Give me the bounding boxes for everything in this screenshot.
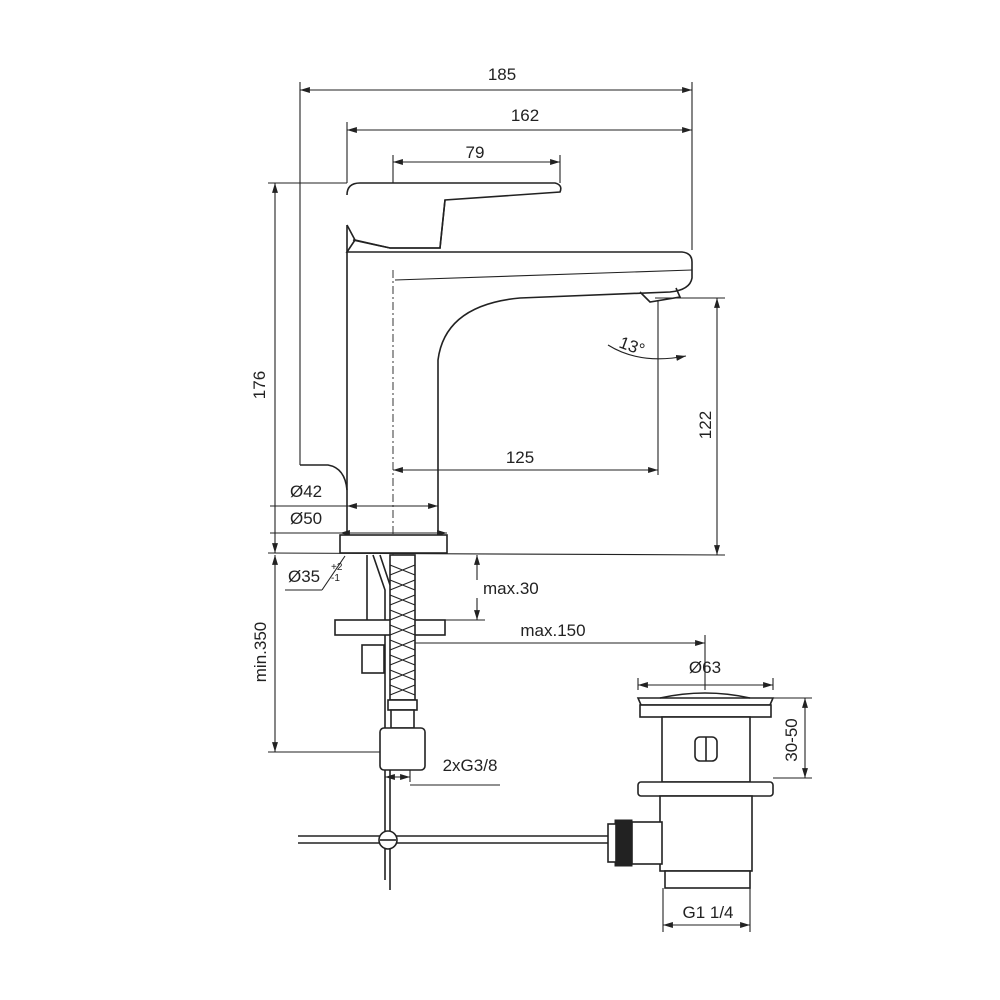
base-plate: [339, 534, 448, 554]
braided-hose: [389, 554, 416, 701]
dim-max150: max.150: [520, 621, 585, 640]
dim-125: 125: [506, 448, 534, 467]
tol-plus: +2: [331, 562, 343, 573]
dim-d35: Ø35: [288, 567, 320, 586]
dim-d42: Ø42: [290, 482, 322, 501]
dim-79: 79: [466, 143, 485, 162]
faucet-body: [300, 182, 693, 554]
dim-162: 162: [511, 106, 539, 125]
dim-d63: Ø63: [689, 658, 721, 677]
dim-176: 176: [250, 371, 269, 399]
dim-g114: G1 1/4: [682, 903, 733, 922]
nut: [379, 727, 426, 771]
dim-max30: max.30: [483, 579, 539, 598]
dim-185: 185: [488, 65, 516, 84]
dim-30-50: 30-50: [782, 718, 801, 761]
dimension-labels: 185 162 79 176 122 125 Ø42 Ø50 Ø35 +2 -1…: [250, 65, 801, 922]
mounting-hardware: [298, 554, 610, 890]
waste-valve: [607, 692, 775, 889]
dim-d50: Ø50: [290, 509, 322, 528]
tol-minus: -1: [331, 573, 340, 584]
dim-122: 122: [696, 411, 715, 439]
angle-13: 13°: [617, 333, 648, 360]
dim-g38: 2xG3/8: [443, 756, 498, 775]
dim-min350: min.350: [251, 622, 270, 682]
dimension-lines: [272, 87, 808, 928]
